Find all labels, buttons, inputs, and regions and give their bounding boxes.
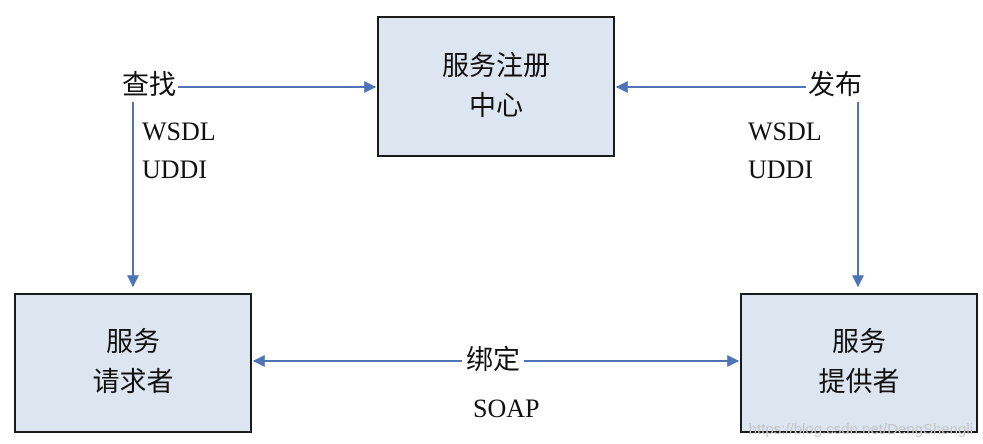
find-protocol-2: UDDI <box>142 155 207 184</box>
publish-arrow <box>615 81 864 288</box>
publish-label: 发布 <box>806 70 864 102</box>
provider-line-1: 服务 <box>832 327 886 358</box>
service-registry-node: 服务注册 中心 <box>377 16 615 157</box>
registry-line-2: 中心 <box>469 90 523 122</box>
service-provider-node: 服务 提供者 <box>740 293 978 433</box>
requester-line-2: 请求者 <box>92 367 174 398</box>
provider-line-2: 提供者 <box>818 367 900 398</box>
find-label: 查找 <box>120 70 178 102</box>
publish-protocol-2: UDDI <box>748 155 813 184</box>
bind-protocol: SOAP <box>473 394 540 423</box>
service-requester-node: 服务 请求者 <box>14 293 252 433</box>
requester-line-1: 服务 <box>106 327 160 358</box>
find-protocol-1: WSDL <box>142 117 216 146</box>
bind-label: 绑定 <box>462 345 524 377</box>
publish-protocol-1: WSDL <box>748 117 822 146</box>
registry-line-1: 服务注册 <box>442 50 550 82</box>
watermark-text: https://blog.csdn.net/DengShengli <box>748 421 973 438</box>
